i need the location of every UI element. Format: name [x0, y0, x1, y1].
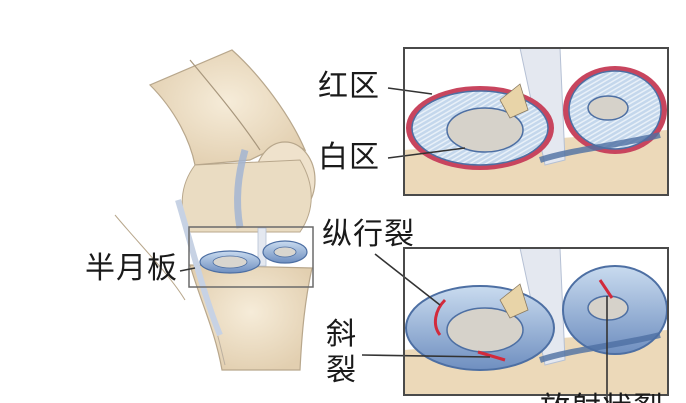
label-meniscus: 半月板	[85, 251, 178, 286]
label-white-zone: 白区	[318, 140, 380, 175]
leader-lines	[179, 87, 608, 403]
tears-panel	[403, 247, 669, 396]
oblique-tear-mark	[477, 350, 506, 362]
zones-panel-art	[404, 47, 667, 194]
label-oblique-tear-1: 斜	[326, 317, 357, 352]
radial-tear-mark	[598, 279, 614, 299]
label-longitudinal-tear: 纵行裂	[322, 217, 415, 252]
knee-zoom-frame	[188, 226, 314, 288]
knee-illustration	[114, 49, 316, 371]
longitudinal-tear-mark	[433, 298, 447, 336]
label-oblique-tear-2: 裂	[326, 353, 357, 388]
label-radial-tear-clipped: 放射状裂	[540, 394, 664, 403]
tears-panel-art	[404, 247, 668, 394]
label-red-zone: 红区	[318, 69, 380, 104]
zones-panel	[403, 47, 669, 196]
